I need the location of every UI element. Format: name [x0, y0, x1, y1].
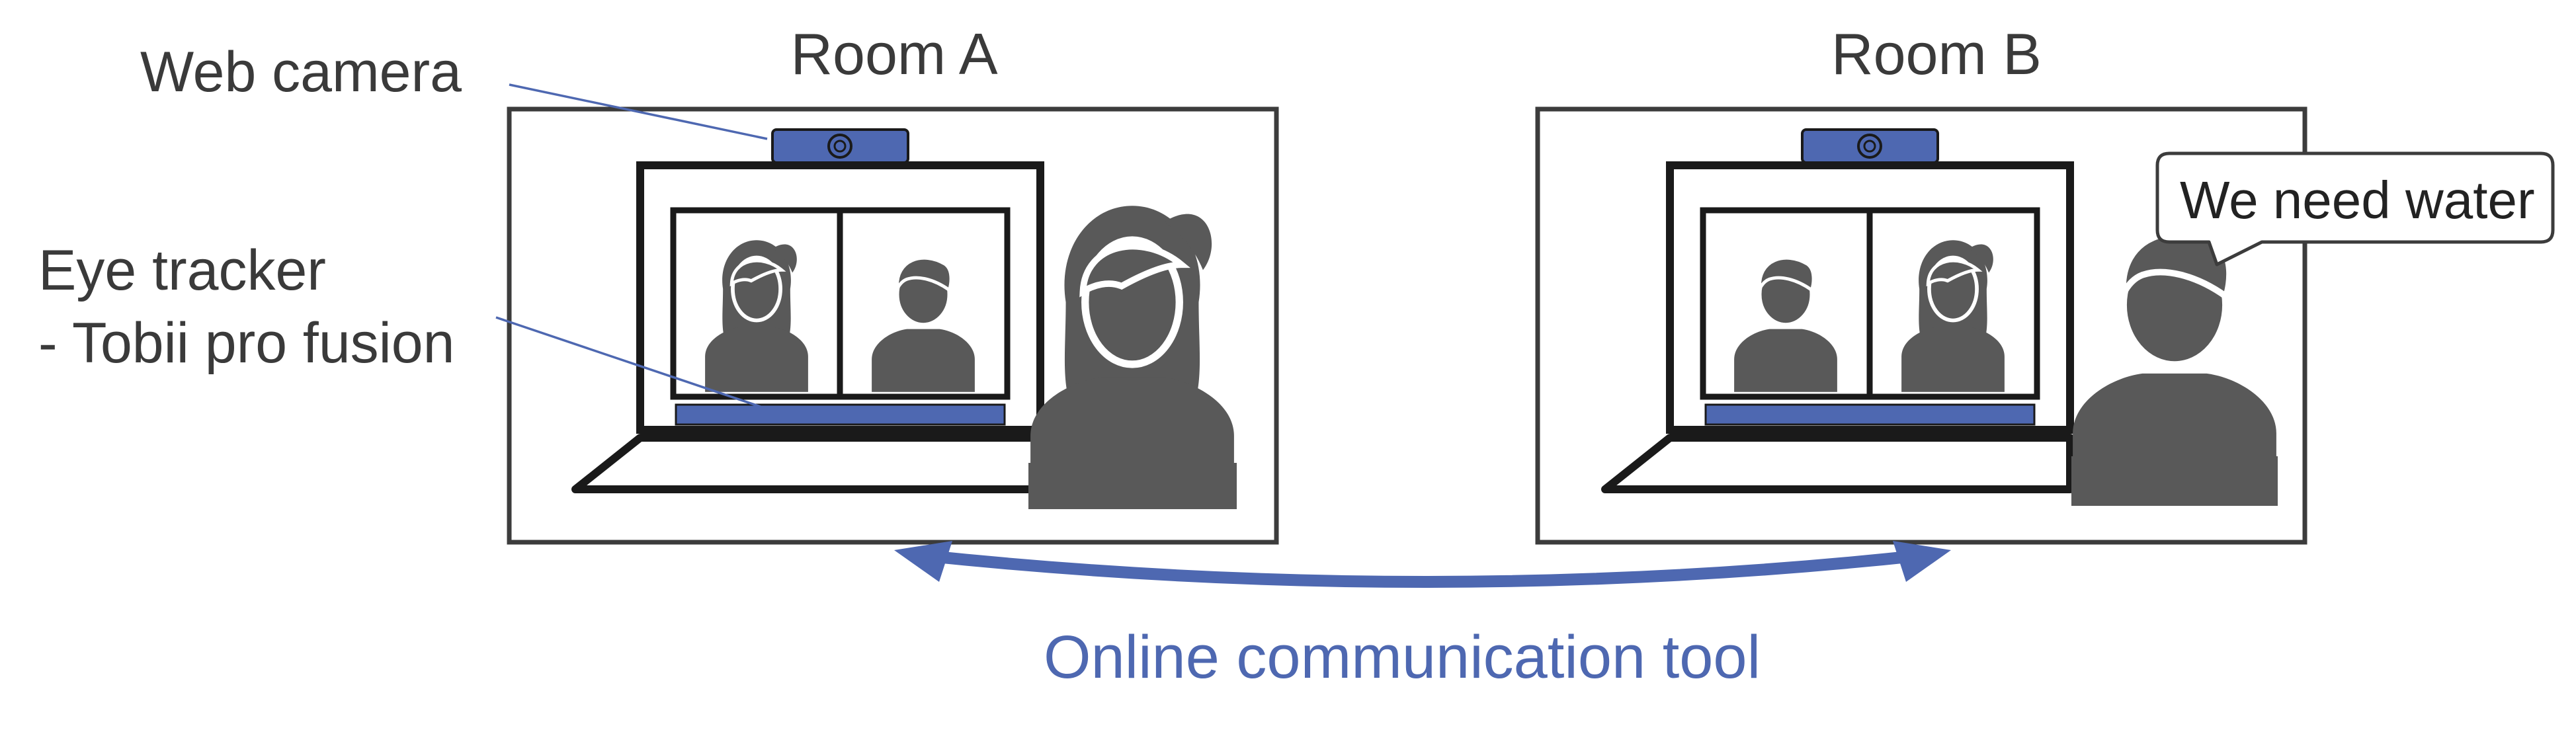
- room-b-eye-tracker-icon: [1704, 403, 2036, 426]
- room-a-frame: [507, 106, 1279, 545]
- web-camera-pointer: [509, 83, 768, 140]
- room-a-person-female-icon: [1028, 206, 1237, 509]
- eye-tracker-label-line1: Eye tracker: [38, 239, 326, 302]
- room-a-webcam-icon: [771, 128, 909, 164]
- speech-bubble: We need water: [2155, 151, 2555, 266]
- communication-tool-label: Online communication tool: [1044, 624, 1761, 691]
- eye-tracker-pointer: [495, 316, 761, 408]
- room-b-laptop: [1601, 128, 2074, 493]
- room-a-laptop-base: [571, 434, 1044, 493]
- room-a-eye-tracker-icon: [675, 403, 1006, 426]
- room-a: Room A: [507, 21, 1279, 545]
- room-a-title: Room A: [790, 21, 997, 87]
- room-b-title: Room B: [1831, 21, 2042, 87]
- room-b-frame: [1535, 106, 2307, 545]
- room-b: Room B: [1535, 21, 2555, 545]
- web-camera-label: Web camera: [140, 40, 462, 104]
- room-b-webcam-icon: [1801, 128, 1939, 164]
- room-b-person-male-icon: [2071, 233, 2278, 506]
- eye-tracker-callout: Eye tracker - Tobii pro fusion: [38, 239, 761, 408]
- room-a-laptop: [571, 128, 1044, 493]
- web-camera-callout: Web camera: [140, 40, 768, 140]
- room-b-laptop-base: [1601, 434, 2074, 493]
- double-headed-arrow-icon: [894, 541, 1951, 588]
- speech-bubble-text: We need water: [2180, 171, 2535, 229]
- eye-tracker-label-line2: - Tobii pro fusion: [38, 311, 454, 375]
